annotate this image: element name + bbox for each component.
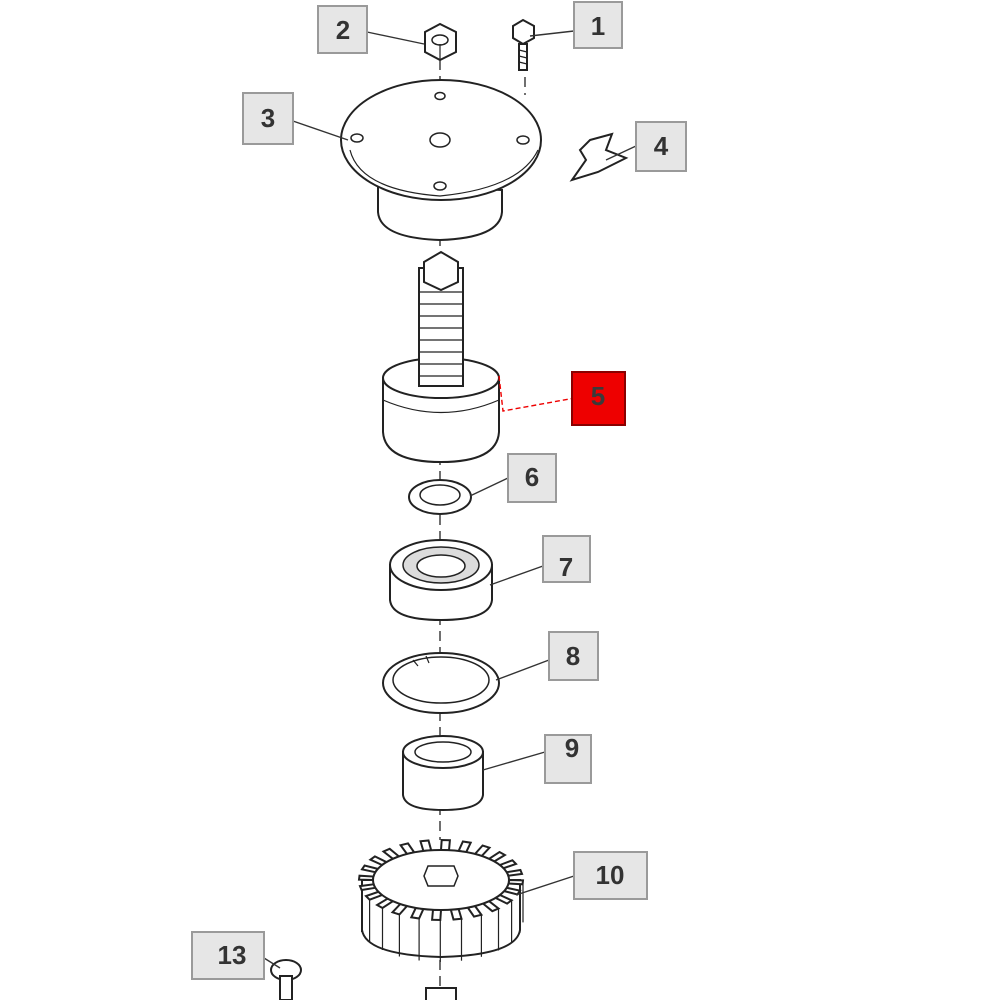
callout-3[interactable]: 3 (242, 92, 294, 145)
leader-lines (263, 30, 637, 969)
callout-5[interactable]: 5 (571, 371, 626, 426)
part-screw (512, 18, 535, 71)
part-bushing (402, 735, 484, 812)
part-ball-bearing (389, 539, 493, 622)
part-clip (569, 132, 629, 182)
callout-labels: 1 2 3 4 5 6 7 8 (191, 1, 687, 980)
callout-1[interactable]: 1 (573, 1, 623, 49)
leader-9 (482, 751, 546, 771)
callout-13-text: 13 (218, 940, 247, 970)
part-small-bolt (270, 959, 302, 1000)
leader-5 (498, 375, 576, 412)
leader-3 (289, 119, 349, 141)
gear-tooth (431, 908, 443, 922)
gear-teeth (357, 838, 525, 962)
callout-10[interactable]: 10 (573, 851, 648, 900)
callout-4[interactable]: 4 (635, 121, 687, 172)
gear-tooth (507, 878, 525, 886)
callout-5-text: 5 (591, 381, 605, 411)
callout-10-text: 10 (596, 860, 625, 890)
callout-9-text: 9 (565, 733, 579, 763)
callout-8-text: 8 (566, 641, 580, 671)
leader-4 (605, 145, 637, 161)
callout-7-text: 7 (559, 552, 573, 582)
leader-1 (529, 30, 575, 37)
part-flange-housing (340, 79, 542, 242)
callout-2[interactable]: 2 (317, 5, 368, 54)
callout-3-text: 3 (261, 103, 275, 133)
callout-9[interactable]: 9 (544, 733, 592, 784)
leader-6 (469, 477, 509, 497)
callout-13[interactable]: 13 (191, 931, 265, 980)
callout-8[interactable]: 8 (548, 631, 599, 681)
part-retaining-ring (382, 652, 500, 714)
leader-13 (263, 957, 281, 969)
gear-tooth (439, 838, 451, 852)
leader-10 (515, 875, 575, 896)
leader-2 (366, 31, 425, 45)
callout-1-text: 1 (591, 11, 605, 41)
part-gear (357, 838, 525, 962)
part-hex-nut (424, 22, 457, 62)
part-bottom-fragment (425, 987, 457, 1000)
leader-7 (489, 565, 544, 586)
callout-6[interactable]: 6 (507, 453, 557, 503)
leader-8 (495, 659, 550, 681)
gear-tooth (357, 874, 375, 882)
callout-4-text: 4 (654, 131, 669, 161)
part-shaft-assembly (382, 250, 500, 464)
callout-7[interactable]: 7 (542, 535, 591, 583)
part-washer (408, 479, 472, 515)
shaft-thread-lines (419, 291, 463, 377)
callout-2-text: 2 (336, 15, 350, 45)
callout-6-text: 6 (525, 462, 539, 492)
